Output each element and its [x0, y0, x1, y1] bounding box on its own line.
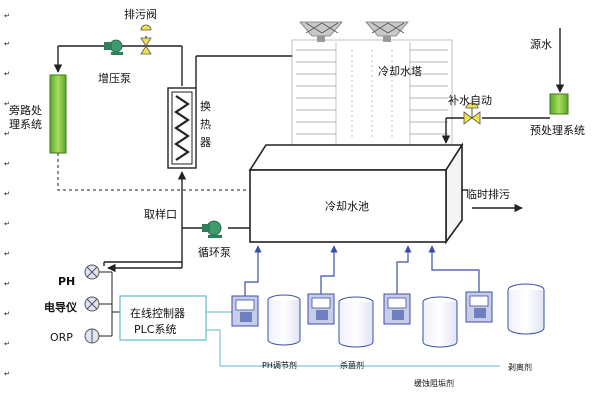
controller-label-1: 在线控制器	[130, 306, 185, 320]
temp-drain: 临时排污	[462, 187, 523, 213]
dosing-stripper-label: 剥离剂	[508, 362, 532, 372]
source-water-label: 源水	[530, 37, 552, 51]
cooling-tower: 冷却水塔	[291, 21, 453, 147]
drain-valve-icon	[140, 24, 152, 55]
heat-exchanger: 换 热 器	[167, 55, 292, 169]
dosing-biocide-label: 杀菌剂	[340, 360, 364, 370]
makeup-auto-valve	[463, 102, 481, 125]
svg-text:↵: ↵	[4, 370, 10, 378]
orp-meter-icon	[84, 328, 100, 344]
conductivity-meter-icon	[84, 296, 100, 312]
svg-text:↵: ↵	[4, 250, 10, 258]
booster-pump-label: 增压泵	[98, 71, 131, 85]
sampling-port-label: 取样口	[144, 207, 177, 221]
dosing-station-ph: PH调节剂	[231, 294, 301, 370]
dosing-station-biocide: 杀菌剂	[307, 293, 374, 370]
svg-text:↵: ↵	[4, 70, 10, 78]
svg-text:↵: ↵	[4, 190, 10, 198]
svg-text:↵: ↵	[4, 12, 10, 20]
circulation-loop: 循环泵 取样口	[103, 171, 250, 273]
heat-exchanger-label-2: 热	[200, 118, 211, 131]
cooling-tower-label: 冷却水塔	[378, 65, 422, 78]
svg-text:↵: ↵	[4, 280, 10, 288]
svg-text:↵: ↵	[4, 40, 10, 48]
pretreatment-label: 预处理系统	[530, 124, 585, 137]
ph-label: PH	[58, 275, 75, 288]
dosing-inhibitor-label: 缓蚀阻垢剂	[414, 378, 454, 388]
svg-text:↵: ↵	[4, 160, 10, 168]
orp-label: ORP	[50, 331, 73, 344]
conductivity-label: 电导仪	[44, 300, 78, 314]
circulation-pump-label: 循环泵	[198, 246, 231, 259]
bypass-label-1: 旁路处	[9, 103, 42, 117]
makeup-water-line: 源水 预处理系统 补水自动	[441, 28, 585, 144]
instruments: PH 电导仪 ORP	[44, 264, 120, 344]
heat-exchanger-label-3: 器	[200, 136, 211, 149]
controller-label-2: PLC系统	[134, 323, 176, 336]
dosing-ph-label: PH调节剂	[262, 360, 297, 370]
bypass-loop: 排污阀 增压泵 旁路处 理系统	[9, 7, 250, 191]
dosing-stations: PH调节剂 杀菌剂 缓蚀阻垢剂 剥离剂	[231, 245, 545, 388]
tower-fan-right	[365, 21, 409, 42]
pretreatment-unit	[549, 93, 569, 115]
svg-text:↵: ↵	[4, 100, 10, 108]
bypass-label-2: 理系统	[9, 118, 42, 131]
circulation-pump-icon	[202, 220, 222, 238]
svg-text:↵: ↵	[4, 340, 10, 348]
margin-marks: ↵ ↵ ↵ ↵ ↵ ↵ ↵ ↵ ↵ ↵ ↵ ↵ ↵	[4, 12, 10, 378]
svg-text:↵: ↵	[4, 220, 10, 228]
temp-drain-label: 临时排污	[466, 187, 510, 201]
ph-meter-icon	[84, 264, 100, 280]
makeup-auto-label: 补水自动	[448, 94, 492, 107]
tower-fan-left	[299, 21, 343, 42]
dosing-station-inhibitor: 缓蚀阻垢剂	[383, 293, 458, 388]
heat-exchanger-label-1: 换	[200, 99, 211, 113]
cooling-pool-label: 冷却水池	[325, 200, 369, 213]
drain-valve-label: 排污阀	[124, 7, 157, 21]
svg-text:↵: ↵	[4, 130, 10, 138]
booster-pump-icon	[104, 39, 123, 55]
cooling-pool: 冷却水池	[248, 142, 464, 245]
bypass-system-unit	[49, 74, 67, 154]
controller: 在线控制器 PLC系统	[119, 295, 500, 367]
svg-text:↵: ↵	[4, 310, 10, 318]
dosing-station-stripper: 剥离剂	[465, 283, 545, 372]
